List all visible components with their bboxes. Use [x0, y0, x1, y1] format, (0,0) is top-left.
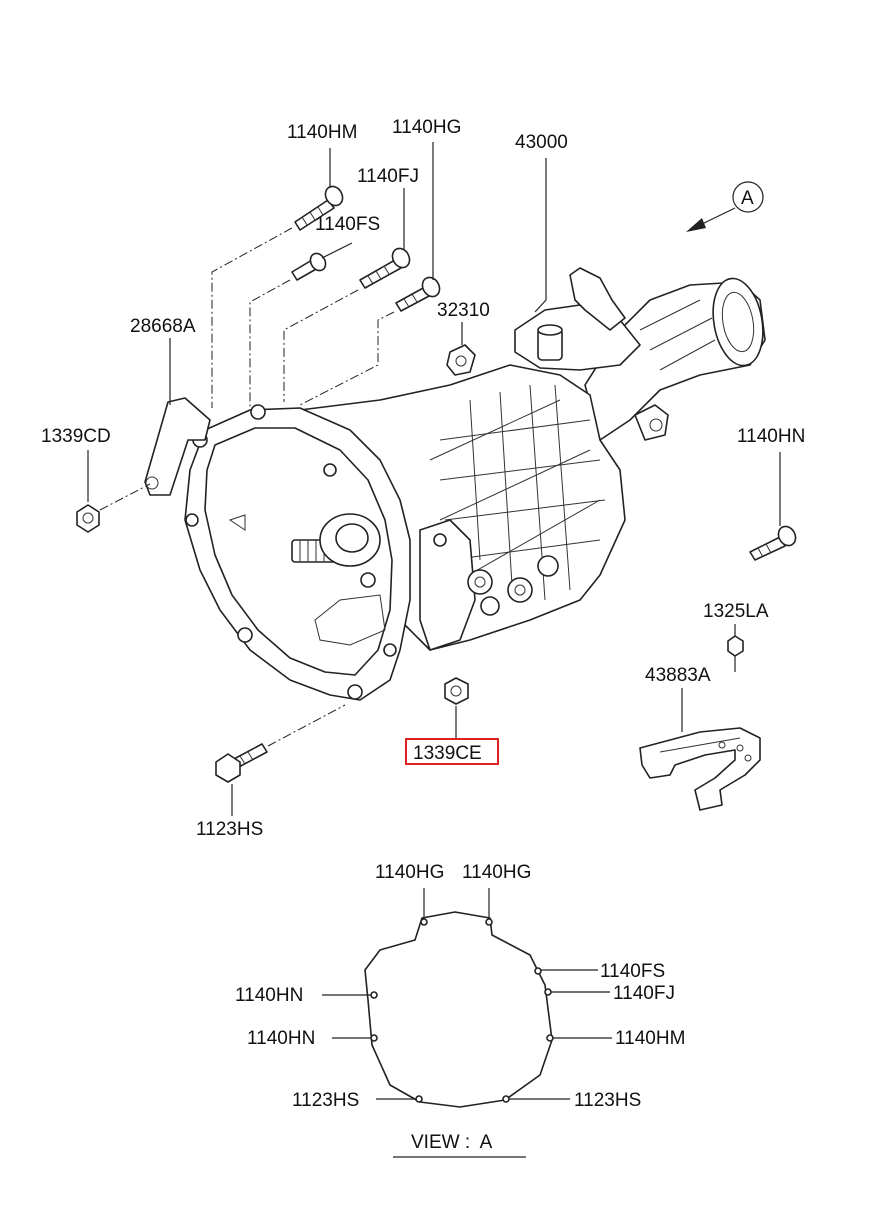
part-labels: 1140HM 1140HG 43000 1140FJ 1140FS A 2866… [41, 117, 805, 840]
view-a-label-bottom-right: 1123HS [574, 1090, 641, 1111]
label-43000: 43000 [515, 132, 568, 153]
nut-1339CD [76, 504, 100, 533]
nut-1325LA [727, 635, 744, 657]
label-28668A: 28668A [130, 316, 196, 337]
view-a-label-right-2: 1140FJ [613, 983, 675, 1004]
bracket-28668A [144, 397, 211, 496]
plug-1339CE [444, 677, 469, 705]
bolt-1123HS [215, 743, 268, 783]
view-a-title: VIEW : A [411, 1132, 493, 1153]
view-a-label-bottom-left: 1123HS [292, 1090, 359, 1111]
view-a-label-right-3: 1140HM [615, 1028, 685, 1049]
label-43883A: 43883A [645, 665, 711, 686]
bolt-1140HN [749, 525, 797, 561]
label-1140FS: 1140FS [315, 214, 380, 235]
highlight-box-1339CE [405, 738, 499, 765]
view-a-label-left-1: 1140HN [235, 985, 303, 1006]
view-a-label-right-1: 1140FS [600, 961, 665, 982]
label-1325LA: 1325LA [703, 601, 769, 622]
label-1140HM: 1140HM [287, 122, 357, 143]
view-a-label-top-left: 1140HG [375, 862, 444, 883]
bolt-1140FS [291, 252, 327, 281]
label-1123HS: 1123HS [196, 819, 263, 840]
label-arrow-A: A [741, 188, 754, 209]
bolt-1140FJ [359, 247, 411, 289]
fitting-32310 [446, 344, 476, 376]
view-a-label-top-right: 1140HG [462, 862, 531, 883]
label-1339CD: 1339CD [41, 426, 111, 447]
bolt-1140HG [395, 276, 441, 312]
transmission-assembly [184, 267, 766, 701]
label-1140HN: 1140HN [737, 426, 805, 447]
plate-43883A [639, 727, 761, 811]
bolt-1140HM [294, 185, 344, 231]
label-1140HG: 1140HG [392, 117, 461, 138]
view-a-bellhousing-outline: 1140HG 1140HG 1140FS 1140FJ 1140HM 1140H… [235, 862, 685, 1158]
label-1140FJ: 1140FJ [357, 166, 419, 187]
view-a-label-left-2: 1140HN [247, 1028, 315, 1049]
view-a-arrow [686, 181, 764, 232]
leader-lines [87, 142, 781, 816]
label-32310: 32310 [437, 300, 490, 321]
label-1339CE: 1339CE [413, 743, 482, 764]
